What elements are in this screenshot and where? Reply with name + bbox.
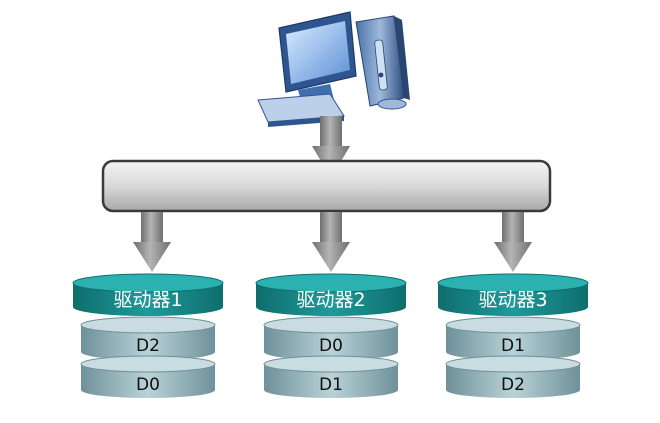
arrow-bus-to-drive-1 xyxy=(133,212,171,272)
arrow-bus-to-drive-2 xyxy=(312,212,350,272)
drive-1-block-1: D2 xyxy=(136,336,160,356)
drive-2: 驱动器2 D0 D1 xyxy=(255,273,407,398)
drive-3-block-2: D2 xyxy=(501,375,525,395)
drive-3-label: 驱动器3 xyxy=(478,289,547,311)
drive-1-label: 驱动器1 xyxy=(113,289,182,311)
drive-1: 驱动器1 D2 D0 xyxy=(72,273,224,398)
drive-3: 驱动器3 D1 D2 xyxy=(437,273,589,398)
arrow-bus-to-drive-3 xyxy=(494,212,532,272)
drive-2-block-2: D1 xyxy=(319,375,343,395)
drive-1-block-2: D0 xyxy=(136,375,160,395)
bus-bar xyxy=(101,159,552,213)
drive-2-block-1: D0 xyxy=(319,336,343,356)
desktop-computer-icon xyxy=(257,11,410,127)
drive-2-label: 驱动器2 xyxy=(296,289,365,311)
drive-3-block-1: D1 xyxy=(501,336,525,356)
